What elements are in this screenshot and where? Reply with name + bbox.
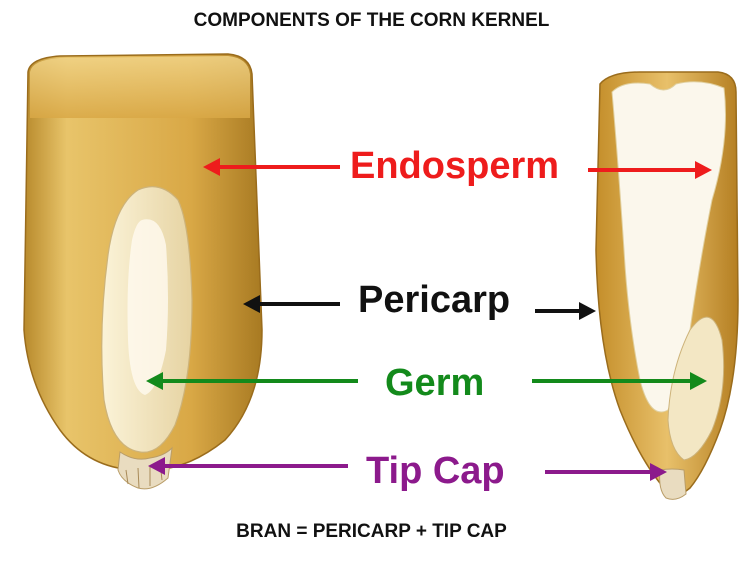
left-kernel-top-band — [30, 56, 250, 118]
right-kernel — [596, 72, 738, 499]
left-kernel — [24, 54, 262, 489]
diagram-footer: BRAN = PERICARP + TIP CAP — [0, 521, 743, 543]
label-endosperm: Endosperm — [350, 147, 559, 185]
label-germ: Germ — [385, 364, 484, 402]
label-pericarp: Pericarp — [358, 281, 510, 319]
label-tip-cap: Tip Cap — [366, 452, 505, 490]
diagram-title: COMPONENTS OF THE CORN KERNEL — [0, 10, 743, 32]
